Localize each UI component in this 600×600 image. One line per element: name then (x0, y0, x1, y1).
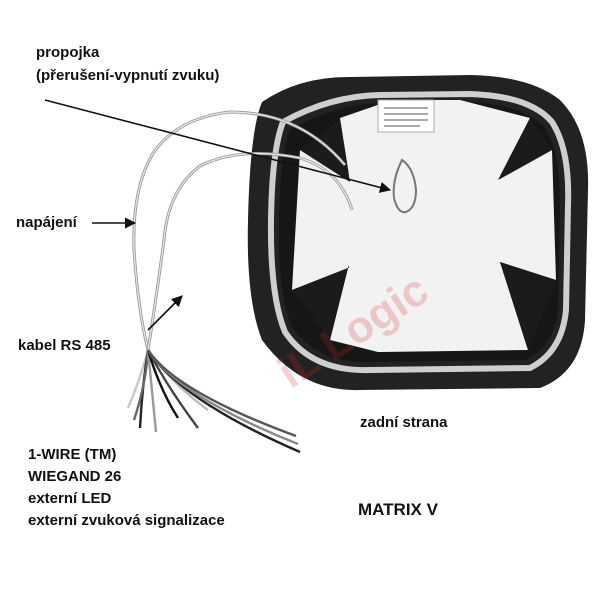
bundle-function-item: 1-WIRE (TM) (28, 446, 117, 463)
bundle-function-list: 1-WIRE (TM) WIEGAND 26 externí LED exter… (28, 444, 225, 532)
reader-inner-ring (267, 90, 572, 374)
label-kabel-rs485: kabel RS 485 (18, 337, 111, 354)
propojka-arrow (44, 99, 392, 193)
label-product-name: MATRIX V (358, 500, 438, 519)
label-rear-side: zadní strana (360, 414, 448, 431)
wire-bundle (126, 349, 301, 454)
reader-quadrants (292, 118, 556, 350)
bundle-function-item: externí zvuková signalizace (28, 512, 225, 529)
label-propojka: propojka (36, 44, 100, 61)
reader-cross-frame (292, 100, 556, 352)
power-cable-inner (133, 111, 346, 351)
label-napajeni: napájení (16, 214, 77, 231)
bundle-function-item: WIEGAND 26 (28, 468, 122, 485)
rs485-arrow (147, 295, 183, 331)
sticker-lines (384, 107, 428, 127)
jumper-loop (392, 158, 418, 214)
label-propojka-detail: (přerušení-vypnutí zvuku) (36, 67, 220, 84)
rs485-cable-inner (147, 152, 353, 351)
bundle-function-item: externí LED (28, 490, 112, 507)
product-sticker (377, 99, 435, 133)
